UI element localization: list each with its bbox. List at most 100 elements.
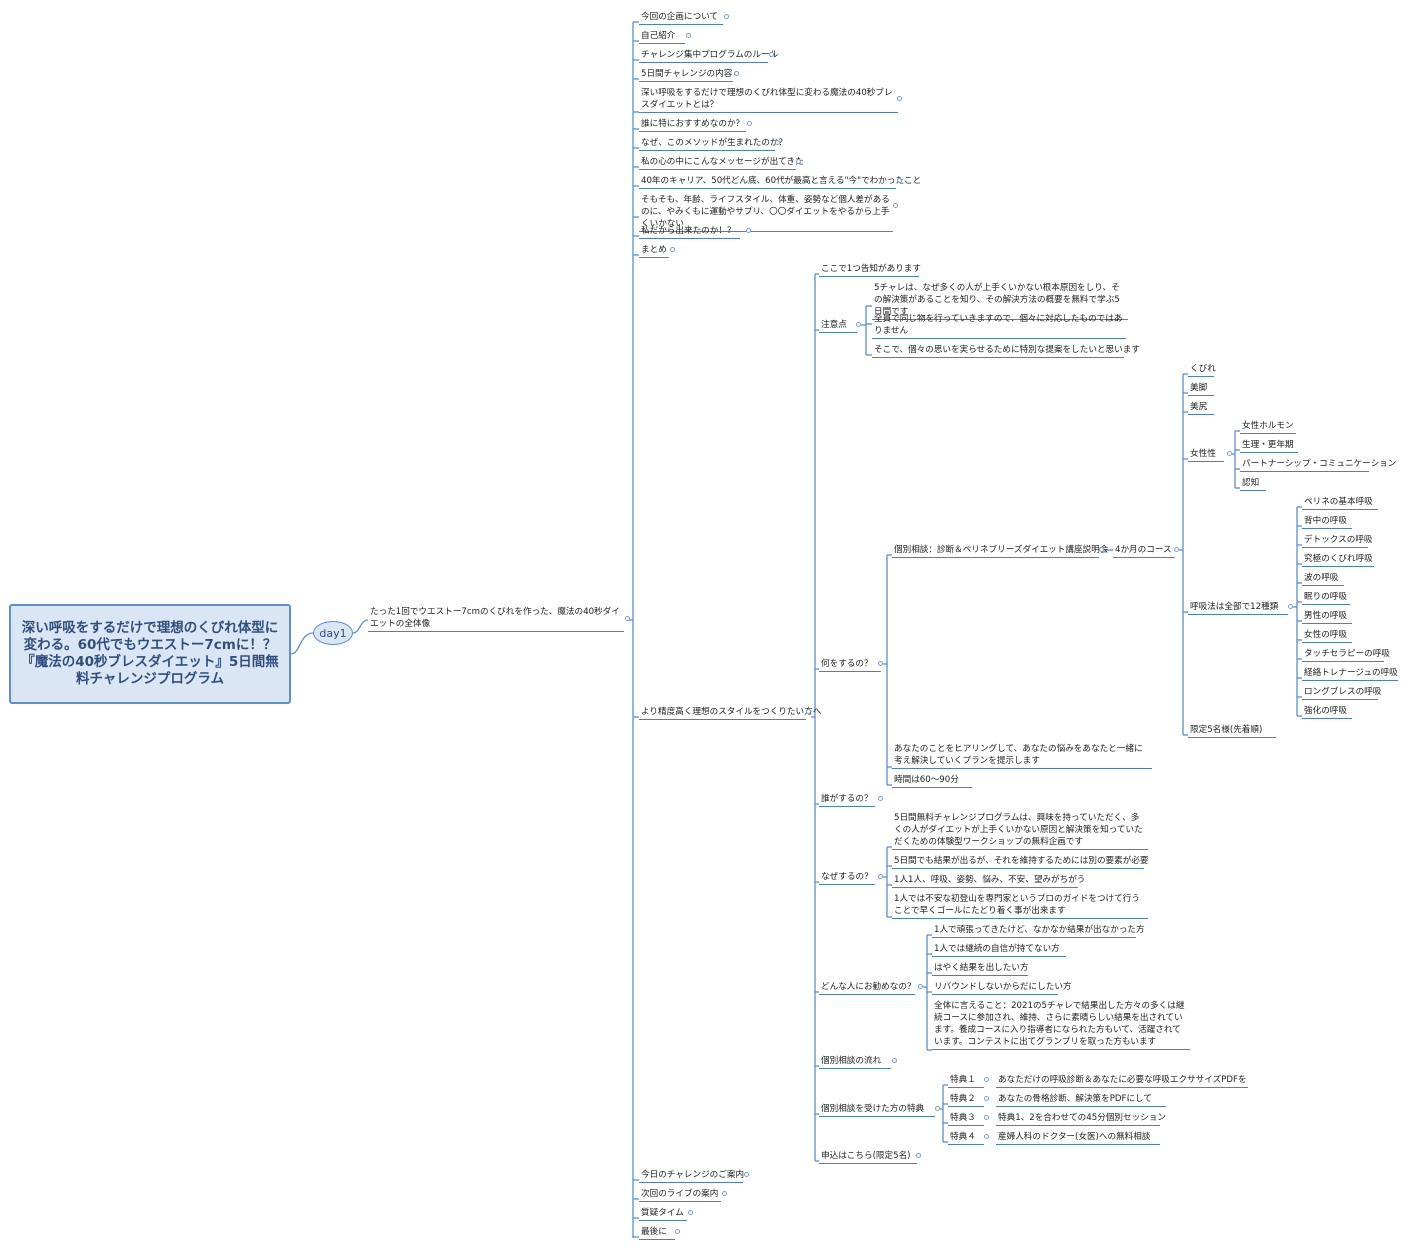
topic-course[interactable]: 4か月のコース bbox=[1113, 544, 1175, 558]
expand-dot[interactable] bbox=[734, 71, 739, 76]
expand-dot[interactable] bbox=[769, 52, 774, 57]
why-item[interactable]: 5日間でも結果が出るが、それを維持するためには別の要素が必要 bbox=[892, 855, 1149, 869]
breath-item[interactable]: 強化の呼吸 bbox=[1302, 705, 1352, 719]
topic-apply[interactable]: 申込はこちら(限定5名) bbox=[819, 1150, 917, 1164]
expand-dot[interactable] bbox=[892, 1058, 897, 1063]
topic-career[interactable]: 40年のキャリア、50代どん底、60代が最高と言える"今"でわかったこと bbox=[639, 175, 921, 189]
day1-topic[interactable]: day1 bbox=[313, 621, 353, 645]
breath-item[interactable]: ロングブレスの呼吸 bbox=[1302, 686, 1381, 700]
expand-dot[interactable] bbox=[916, 1153, 921, 1158]
expand-dot[interactable] bbox=[878, 661, 883, 666]
topic-qa[interactable]: 質疑タイム bbox=[639, 1207, 687, 1221]
benefit-desc[interactable]: 特典1、2を合わせての45分個別セッション bbox=[996, 1112, 1166, 1126]
expand-dot[interactable] bbox=[796, 159, 801, 164]
recommend-item[interactable]: はやく結果を出したい方 bbox=[932, 962, 1029, 976]
recommend-item[interactable]: 1人では継続の自信が持てない方 bbox=[932, 943, 1066, 957]
caution-item[interactable]: 5チャレは、なぜ多くの人が上手くいかない根本原因をしり、その解決策があることを知… bbox=[872, 282, 1128, 320]
topic-consult[interactable]: 個別相談：診断＆ペリネブリーズダイエット講座説明会 bbox=[892, 544, 1108, 558]
breath-item[interactable]: 波の呼吸 bbox=[1302, 572, 1344, 586]
expand-dot[interactable] bbox=[897, 178, 902, 183]
topic-last[interactable]: 最後に bbox=[639, 1226, 675, 1240]
recommend-item[interactable]: 1人で頑張ってきたけど、なかなか結果が出なかった方 bbox=[932, 924, 1145, 938]
expand-dot[interactable] bbox=[724, 14, 729, 19]
topic-breath[interactable]: 呼吸法は全部で12種類 bbox=[1188, 601, 1288, 615]
expand-dot[interactable] bbox=[686, 33, 691, 38]
topic-caution[interactable]: 注意点 bbox=[819, 319, 857, 333]
feminine-item[interactable]: 女性ホルモン bbox=[1240, 420, 1296, 434]
topic-for-whom[interactable]: 誰に特におすすめなのか？ bbox=[639, 118, 746, 132]
root-topic[interactable]: 深い呼吸をするだけで理想のくびれ体型に変わる。60代でもウエストー7cmに！？『… bbox=[9, 604, 291, 704]
topic-why-born[interactable]: なぜ、このメソッドが生まれたのか？ bbox=[639, 137, 787, 151]
expand-dot[interactable] bbox=[984, 1134, 989, 1139]
expand-dot[interactable] bbox=[746, 228, 751, 233]
caution-item[interactable]: 全員で同じ物を行っていきますので、個々に対応したものではありません bbox=[872, 313, 1126, 339]
expand-dot[interactable] bbox=[675, 1229, 680, 1234]
breath-item[interactable]: ペリネの基本呼吸 bbox=[1302, 496, 1378, 510]
expand-dot[interactable] bbox=[747, 121, 752, 126]
expand-dot[interactable] bbox=[984, 1096, 989, 1101]
benefit-desc[interactable]: あなたの骨格診断、解決策をPDFにして bbox=[996, 1093, 1166, 1107]
expand-dot[interactable] bbox=[688, 1210, 693, 1215]
recommend-item[interactable]: 全体に言えること：2021の5チャレで結果出した方々の多くは継続コースに参加され… bbox=[932, 1000, 1190, 1050]
feminine-item[interactable]: 生理・更年期 bbox=[1240, 439, 1298, 453]
topic-me[interactable]: 私だから出来たのか！？ bbox=[639, 225, 740, 239]
topic-flow[interactable]: 個別相談の流れ bbox=[819, 1055, 891, 1069]
expand-dot[interactable] bbox=[775, 140, 780, 145]
recommend-item[interactable]: リバウンドしないからだにしたい方 bbox=[932, 981, 1072, 995]
topic-intro[interactable]: 自己紹介 bbox=[639, 30, 685, 44]
expand-dot[interactable] bbox=[1288, 604, 1293, 609]
feminine-item[interactable]: パートナーシップ・コミュニケーション bbox=[1240, 458, 1396, 472]
topic-recommend[interactable]: どんな人にお勧めなの？ bbox=[819, 981, 916, 995]
why-item[interactable]: 5日間無料チャレンジプログラムは、興味を持っていただく、多くの人がダイエットが上… bbox=[892, 812, 1148, 850]
benefit-name[interactable]: 特典３ bbox=[948, 1112, 984, 1126]
why-item[interactable]: 1人では不安な初登山を専門家というプロのガイドをつけて行うことで早くゴールにたど… bbox=[892, 893, 1148, 919]
topic-benefits[interactable]: 個別相談を受けた方の特典 bbox=[819, 1103, 935, 1117]
breath-item[interactable]: 眠りの呼吸 bbox=[1302, 591, 1350, 605]
expand-dot[interactable] bbox=[744, 1172, 749, 1177]
benefit-name[interactable]: 特典１ bbox=[948, 1074, 984, 1088]
expand-dot[interactable] bbox=[625, 616, 630, 621]
topic-time[interactable]: 時間は60〜90分 bbox=[892, 774, 972, 788]
expand-dot[interactable] bbox=[893, 203, 898, 208]
topic-hearing[interactable]: あなたのことをヒアリングして、あなたの悩みをあなたと一緒に考え解決していくプラン… bbox=[892, 743, 1152, 769]
topic-plan[interactable]: 今回の企画について bbox=[639, 11, 723, 25]
expand-dot[interactable] bbox=[856, 322, 861, 327]
topic-why[interactable]: なぜするの？ bbox=[819, 871, 875, 885]
benefit-name[interactable]: 特典２ bbox=[948, 1093, 984, 1107]
topic-who[interactable]: 誰がするの？ bbox=[819, 793, 875, 807]
expand-dot[interactable] bbox=[984, 1115, 989, 1120]
topic-what-is[interactable]: 深い呼吸をするだけで理想のくびれ体型に変わる魔法の40秒ブレスダイエットとは？ bbox=[639, 87, 898, 113]
expand-dot[interactable] bbox=[935, 1106, 940, 1111]
topic-message[interactable]: 私の心の中にこんなメッセージが出てきた bbox=[639, 156, 804, 170]
breath-item[interactable]: デトックスの呼吸 bbox=[1302, 534, 1373, 548]
topic-announce[interactable]: ここで1つ告知があります bbox=[819, 263, 921, 277]
caution-item[interactable]: そこで、個々の思いを実らせるために特別な提案をしたいと思います bbox=[872, 344, 1140, 358]
benefit-name[interactable]: 特典４ bbox=[948, 1131, 984, 1145]
course-item[interactable]: 美尻 bbox=[1188, 401, 1214, 415]
breath-item[interactable]: 女性の呼吸 bbox=[1302, 629, 1352, 643]
course-item[interactable]: 美脚 bbox=[1188, 382, 1214, 396]
expand-dot[interactable] bbox=[918, 984, 923, 989]
why-item[interactable]: 1人1人、呼吸、姿勢、悩み、不安、望みがちがう bbox=[892, 874, 1085, 888]
breath-item[interactable]: タッチセラピーの呼吸 bbox=[1302, 648, 1390, 662]
breath-item[interactable]: 経絡トレナージュの呼吸 bbox=[1302, 667, 1398, 681]
topic-summary[interactable]: まとめ bbox=[639, 244, 669, 258]
breath-item[interactable]: 背中の呼吸 bbox=[1302, 515, 1352, 529]
topic-content[interactable]: 5日間チャレンジの内容 bbox=[639, 68, 733, 82]
feminine-item[interactable]: 認知 bbox=[1240, 477, 1266, 491]
expand-dot[interactable] bbox=[1174, 547, 1179, 552]
expand-dot[interactable] bbox=[670, 247, 675, 252]
expand-dot[interactable] bbox=[878, 874, 883, 879]
breath-item[interactable]: 男性の呼吸 bbox=[1302, 610, 1352, 624]
overview-topic[interactable]: たった1回でウエストー7cmのくびれを作った、魔法の40秒ダイエットの全体像 bbox=[368, 606, 624, 632]
expand-dot[interactable] bbox=[984, 1077, 989, 1082]
course-item[interactable]: くびれ bbox=[1188, 363, 1216, 377]
topic-rules[interactable]: チャレンジ集中プログラムのルール bbox=[639, 49, 778, 63]
expand-dot[interactable] bbox=[878, 796, 883, 801]
breath-item[interactable]: 究極のくびれ呼吸 bbox=[1302, 553, 1374, 567]
topic-next-live[interactable]: 次回のライブの案内 bbox=[639, 1188, 721, 1202]
topic-precision[interactable]: より精度高く理想のスタイルをつくりたい方へ bbox=[639, 706, 821, 720]
topic-what[interactable]: 何をするの？ bbox=[819, 658, 881, 672]
topic-today[interactable]: 今日のチャレンジのご案内 bbox=[639, 1169, 744, 1183]
topic-limited[interactable]: 限定5名様(先着順) bbox=[1188, 724, 1276, 738]
